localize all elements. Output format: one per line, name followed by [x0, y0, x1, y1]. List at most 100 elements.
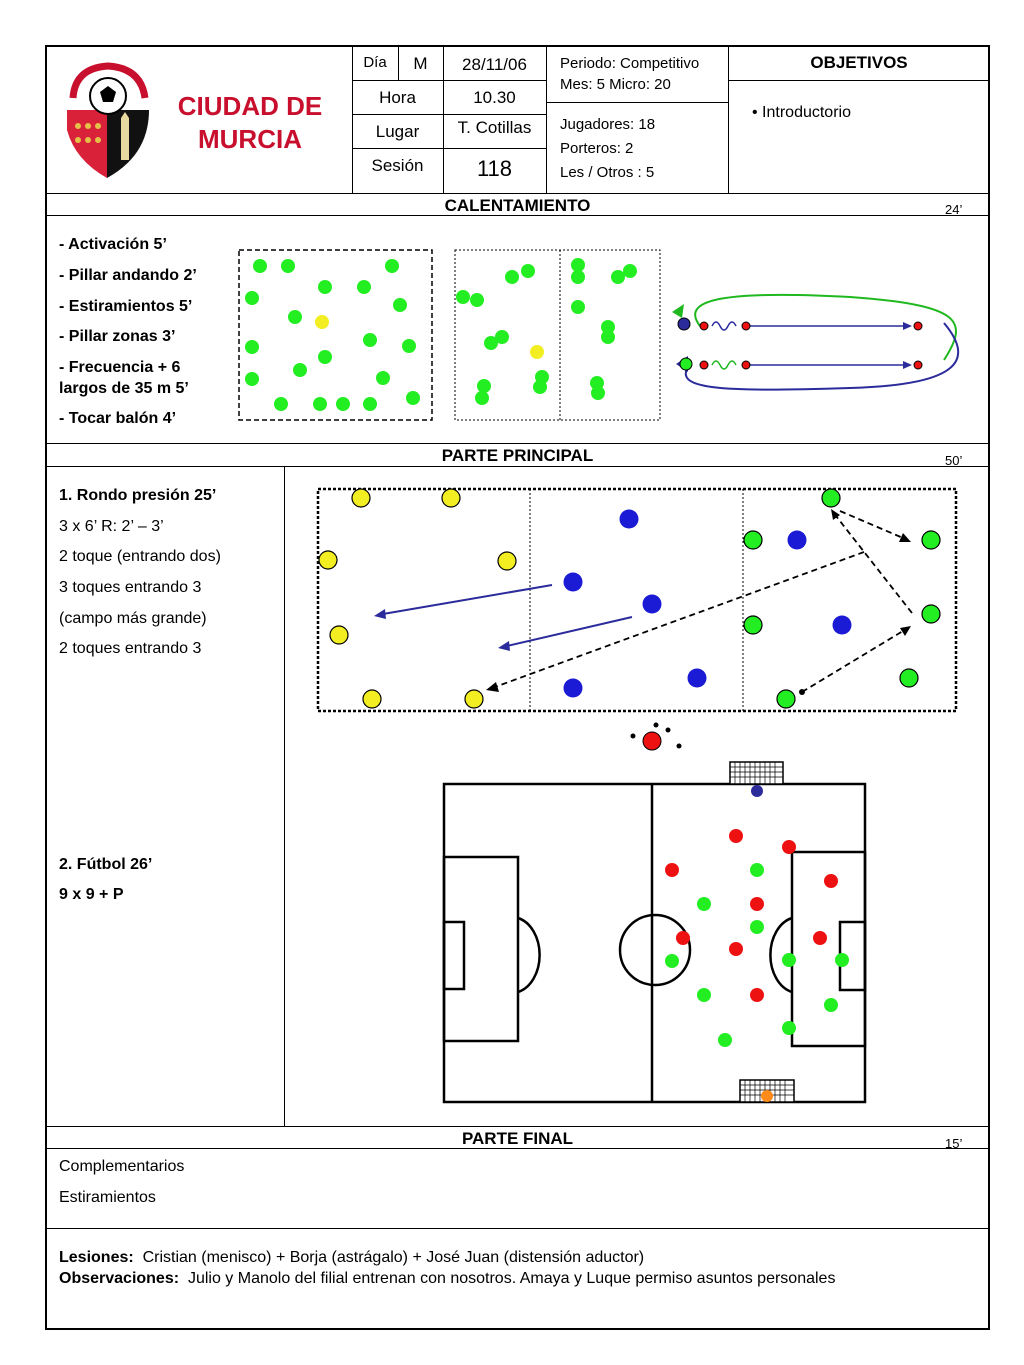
header-divider [352, 80, 546, 81]
long-pass-arrow [494, 551, 865, 688]
rondo-line: 2 toque (entrando dos) [59, 548, 221, 565]
header-divider [546, 102, 728, 103]
player-green [253, 259, 267, 273]
rondo-line: (campo más grande) [59, 610, 207, 627]
player-green [601, 330, 615, 344]
player-green [665, 954, 679, 968]
final-title: PARTE FINAL [461, 1129, 574, 1148]
player-yellow [329, 625, 349, 645]
player-red [813, 931, 827, 945]
hora-value: 10.30 [473, 88, 516, 107]
calentamiento-item: - Tocar balón 4’ [59, 410, 177, 427]
final-line: Estiramientos [59, 1189, 156, 1206]
futbol-line: 9 x 9 + P [59, 886, 124, 903]
player-green [336, 397, 350, 411]
blue-run-arrow [684, 322, 960, 391]
cone-marker [699, 321, 709, 331]
player-yellow [530, 345, 544, 359]
player-marker [677, 317, 691, 331]
ball-marker [630, 733, 636, 739]
final-duration: 15’ [945, 1136, 963, 1151]
calentamiento-duration: 24’ [945, 202, 963, 217]
section-divider [45, 466, 990, 467]
player-green [591, 386, 605, 400]
player-green [475, 391, 489, 405]
sesion-value: 118 [476, 156, 513, 181]
player-green [288, 310, 302, 324]
player-yellow [318, 550, 338, 570]
arrow-head [831, 509, 840, 520]
player-green [393, 298, 407, 312]
jugadores: Jugadores: 18 [560, 116, 656, 133]
player-yellow [464, 689, 484, 709]
cone-marker [699, 360, 709, 370]
player-green [293, 363, 307, 377]
player-yellow [315, 315, 329, 329]
arrow-head [903, 361, 912, 369]
principal-duration: 50’ [945, 453, 963, 468]
header-divider [546, 45, 547, 193]
header-divider [728, 80, 990, 81]
player-green [623, 264, 637, 278]
goalkeeper-marker [751, 785, 763, 797]
club-name-line2: MURCIA [198, 124, 302, 154]
header-divider [352, 45, 353, 193]
dia-value: M [413, 54, 428, 73]
player-green [718, 1033, 732, 1047]
arrow-head [903, 322, 912, 330]
player-blue [787, 530, 807, 550]
dribble-squiggle [711, 360, 737, 370]
ball-marker [799, 689, 805, 695]
column-divider [284, 466, 285, 1126]
club-logo-icon [67, 62, 149, 178]
pass-arrow [382, 584, 553, 615]
player-green [406, 391, 420, 405]
player-green [611, 270, 625, 284]
player-blue [642, 594, 662, 614]
player-green [505, 270, 519, 284]
player-green [571, 258, 585, 272]
player-green [776, 689, 796, 709]
arrow-head [498, 641, 510, 651]
warmup-field-2 [454, 249, 661, 421]
player-green [921, 604, 941, 624]
section-divider [45, 193, 990, 194]
arrow-head [899, 533, 911, 542]
principal-title: PARTE PRINCIPAL [441, 446, 594, 465]
rondo-line: 3 x 6’ R: 2’ – 3’ [59, 518, 164, 535]
section-divider [45, 1228, 990, 1229]
player-green [697, 988, 711, 1002]
ball-marker [665, 727, 671, 733]
player-green [743, 615, 763, 635]
player-green [571, 270, 585, 284]
pass-arrow [801, 630, 904, 693]
pass-arrow [835, 515, 913, 614]
player-green [318, 280, 332, 294]
penalty-arc-right [769, 916, 793, 994]
mes-micro: Mes: 5 Micro: 20 [560, 76, 671, 93]
player-green [495, 330, 509, 344]
warmup-field-1 [238, 249, 433, 421]
ball-marker [676, 743, 682, 749]
warmup-diagram [238, 249, 960, 421]
player-red [824, 874, 838, 888]
player-green [281, 259, 295, 273]
player-blue [563, 678, 583, 698]
player-green [470, 293, 484, 307]
player-green [363, 333, 377, 347]
cone-marker [741, 360, 751, 370]
calentamiento-item: - Frecuencia + 6 [59, 359, 181, 376]
player-blue [687, 668, 707, 688]
player-green [750, 920, 764, 934]
arrow-head [900, 626, 911, 636]
player-red [782, 840, 796, 854]
observaciones-note: Observaciones: Julio y Manolo del filial… [59, 1270, 835, 1288]
player-red [729, 942, 743, 956]
section-divider [45, 1148, 990, 1149]
club-name: CIUDAD DE MURCIA [160, 90, 340, 156]
header-divider [728, 45, 729, 193]
final-line: Complementarios [59, 1158, 185, 1175]
player-yellow [351, 488, 371, 508]
lesiones-text: Cristian (menisco) + Borja (astrágalo) +… [133, 1249, 645, 1266]
club-name-line1: CIUDAD DE [177, 91, 323, 121]
